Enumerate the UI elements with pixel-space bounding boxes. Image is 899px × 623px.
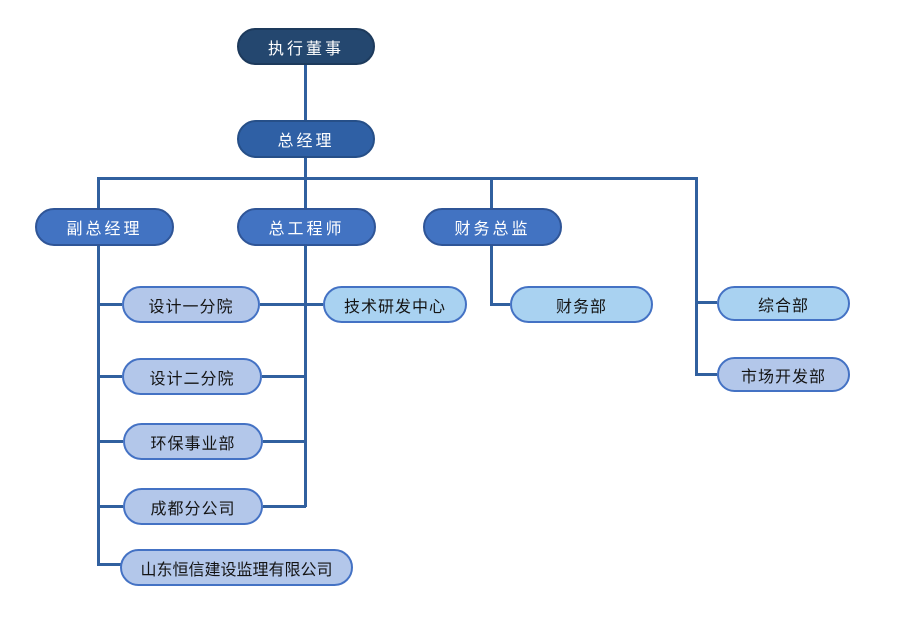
org-node-executive-director: 执行董事 (237, 28, 375, 65)
connector-line (97, 563, 125, 566)
org-node-general-manager: 总经理 (237, 120, 375, 158)
org-node-label: 环保事业部 (150, 435, 236, 453)
org-node-environmental-division: 环保事业部 (123, 423, 263, 460)
connector-line (97, 177, 100, 208)
connector-line (490, 303, 510, 306)
org-node-label: 总工程师 (268, 221, 345, 238)
connector-line (97, 303, 122, 306)
org-node-market-dev-dept: 市场开发部 (717, 357, 850, 392)
connector-line (263, 440, 306, 443)
org-node-general-dept: 综合部 (717, 286, 850, 321)
org-node-label: 综合部 (757, 297, 809, 315)
org-node-finance-dept: 财务部 (510, 286, 653, 323)
connector-line (97, 505, 123, 508)
org-node-tech-rd-center: 技术研发中心 (323, 286, 467, 323)
org-node-label: 副总经理 (66, 221, 143, 238)
org-node-label: 市场开发部 (740, 368, 826, 386)
connector-line (260, 303, 306, 306)
connector-line (97, 375, 122, 378)
org-node-finance-director: 财务总监 (423, 208, 562, 246)
connector-line (305, 303, 323, 306)
org-node-label: 执行董事 (267, 40, 344, 58)
org-node-label: 成都分公司 (150, 500, 236, 518)
connector-line (262, 375, 306, 378)
connector-line (695, 373, 717, 376)
connector-line (695, 301, 717, 304)
connector-line (304, 158, 307, 180)
org-node-label: 设计一分院 (148, 298, 234, 316)
org-node-label: 总经理 (277, 133, 335, 150)
org-node-chief-engineer: 总工程师 (237, 208, 376, 246)
org-node-label: 财务部 (555, 298, 607, 316)
connector-line (97, 440, 123, 443)
org-node-shandong-hengxin: 山东恒信建设监理有限公司 (120, 549, 353, 586)
org-node-chengdu-branch: 成都分公司 (123, 488, 263, 525)
connector-line (490, 177, 493, 208)
connector-line (97, 177, 698, 180)
org-node-design-branch-2: 设计二分院 (122, 358, 262, 395)
org-node-label: 财务总监 (454, 221, 531, 238)
org-node-deputy-general-manager: 副总经理 (35, 208, 174, 246)
connector-line (97, 246, 100, 566)
connector-line (304, 64, 307, 120)
connector-line (304, 177, 307, 208)
org-node-design-branch-1: 设计一分院 (122, 286, 260, 323)
connector-line (695, 177, 698, 376)
org-node-label: 技术研发中心 (343, 298, 446, 316)
org-node-label: 设计二分院 (149, 370, 235, 388)
org-node-label: 山东恒信建设监理有限公司 (140, 561, 333, 579)
connector-line (490, 246, 493, 306)
connector-line (263, 505, 306, 508)
